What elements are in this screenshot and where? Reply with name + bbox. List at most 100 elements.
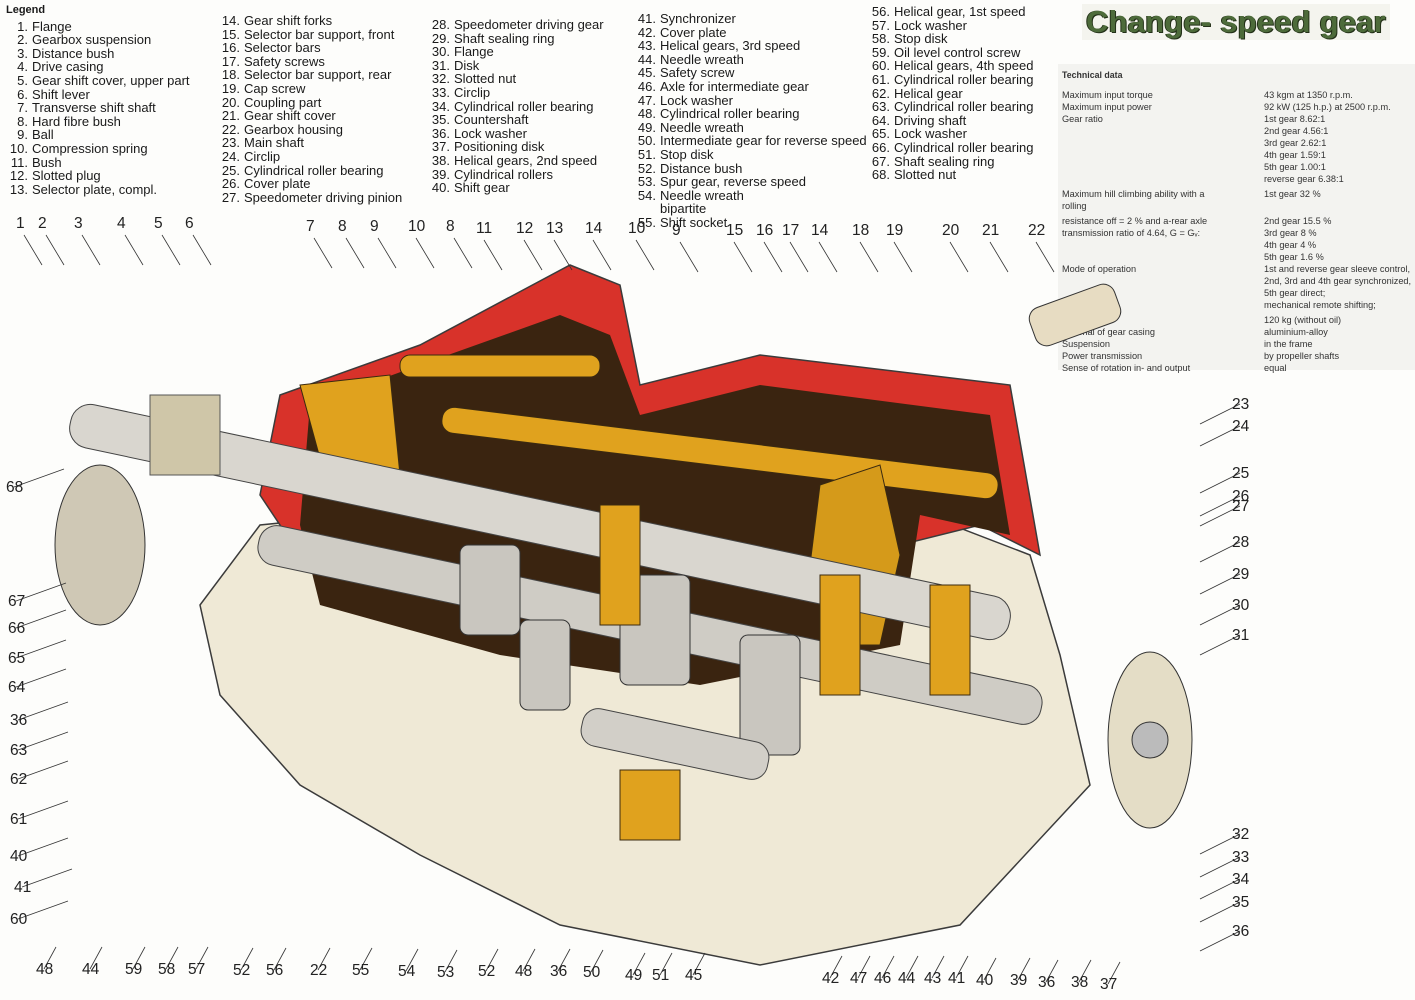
leader-line [1199,604,1241,626]
legend-item-number: 28. [431,17,450,32]
tech-data-value: 4th gear 4 % [1264,240,1317,250]
leader-line [1035,241,1055,273]
legend-item-label: Slotted plug [32,168,101,184]
leader-line [635,239,655,271]
legend-item-label: Hard fibre bush [32,113,121,129]
tech-data-value: 4th gear 1.59:1 [1264,150,1326,160]
legend-item-label: Needle wreath [660,119,744,135]
legend-item: 23.Main shaft [218,136,402,150]
legend-item-label: Helical gears, 4th speed [894,58,1034,74]
tech-data-value: reverse gear 6.38:1 [1264,174,1344,184]
legend-item-label: Cap screw [244,80,306,96]
legend-item: 31.Disk [428,57,604,73]
callout-bottom: 40 [976,972,994,989]
leader-line [592,239,612,271]
bearing-webs [599,504,971,696]
legend-item: 57.Lock washer [868,18,1033,33]
leader-line [1199,930,1241,952]
legend-item: 44.Needle wreath [634,51,867,67]
leader-line [763,241,783,273]
callout-top: 6 [185,215,194,232]
legend-item-label: Needle wreath [660,51,744,67]
callout-top: 21 [982,222,1000,239]
legend-item: 6.Shift lever [6,87,190,102]
legend-item-label: Disk [454,57,480,73]
callout-bottom: 44 [82,961,100,978]
leader-line [15,668,67,688]
legend-item-number: 53. [637,174,656,190]
legend-item-number: 17. [221,53,240,69]
leader-line [1107,961,1121,985]
legend-item: 38.Helical gears, 2nd speed [428,154,604,168]
leader-line [161,234,181,266]
legend-item-number: 11. [10,154,28,170]
legend-item: 35.Countershaft [428,113,604,127]
callout-right: 30 [1232,597,1250,614]
tech-data-label: transmission ratio of 4.64, G = Gᵥ: [1062,228,1201,238]
legend-item-label: Cylindrical roller bearing [894,99,1034,115]
legend-item-label: Selector bar support, front [244,26,395,42]
legend-item-label: Driving shaft [894,112,967,128]
legend-item: 25.Cylindrical roller bearing [218,163,402,178]
legend-item-number: 41. [637,11,656,26]
tech-data-label: Mode of operation [1062,264,1137,274]
callout-bottom: 58 [158,961,176,978]
legend-item-number: 16. [221,40,240,56]
legend-item-label: Cylindrical roller bearing [454,98,594,114]
legend-item-number: 46. [637,78,656,94]
callout-right: 35 [1232,894,1250,911]
legend-item-label: Bush [32,154,62,170]
legend-item: 7.Transverse shift shaft [6,101,190,115]
legend-item: 16.Selector bars [218,41,402,55]
legend-item-number: 8. [17,113,28,129]
tech-data-label: Gear ratio [1062,114,1103,124]
callout-right: 31 [1232,627,1250,644]
callout-right: 28 [1232,534,1250,551]
callout-bottom: 55 [352,962,370,979]
legend-item: 59.Oil level control screw [868,45,1033,60]
legend-item: 26.Cover plate [218,177,402,191]
callout-top: 8 [338,218,347,235]
legend-item-number: 35. [431,112,450,128]
leader-line [1199,634,1241,656]
legend-item-number: 56. [871,4,890,19]
leader-line [857,955,871,979]
legend-item: 36.Lock washer [428,126,604,141]
legend-item-number: 2. [17,32,28,48]
legend-item-number: 20. [221,94,240,110]
legend-item: 13.Selector plate, compl. [6,181,190,197]
legend-item-label: Transverse shift shaft [32,100,156,116]
legend-item-label: Intermediate gear for reverse speed [660,133,867,149]
legend-item-label: Cylindrical roller bearing [894,139,1034,155]
leader-line [165,946,179,970]
legend-item-number: 45. [637,65,656,81]
legend-item-label: Gear shift cover [244,108,336,124]
legend-item-number: 31. [431,57,450,73]
leader-line [273,947,287,971]
callout-bottom: 48 [36,961,54,978]
legend-item-number: 13. [9,181,28,197]
legend-item: 53.Spur gear, reverse speed [634,175,867,189]
legend-item: 10.Compression spring [6,142,190,156]
tech-data-value: in the frame [1264,339,1313,349]
callout-bottom: 42 [822,970,840,987]
callout-bottom: 43 [924,970,942,987]
legend-item-number: 29. [431,30,450,46]
legend-item-label: Cylindrical roller bearing [894,71,1034,87]
leader-line [949,241,969,273]
leader-line [21,868,73,888]
callout-bottom: 51 [652,967,670,984]
leader-line [1017,957,1031,981]
legend-item: 49.Needle wreath [634,119,867,135]
callout-bottom: 52 [233,962,251,979]
callout-bottom: 38 [1071,974,1089,991]
legend-item-number: 38. [431,152,450,168]
legend-item: 62.Helical gear [868,86,1033,101]
tech-data-label: Maximum hill climbing ability with a [1062,189,1205,199]
legend-item-number: 65. [871,126,890,142]
callout-top: 19 [886,222,904,239]
tech-data-value: 92 kW (125 h.p.) at 2500 r.p.m. [1264,102,1391,112]
callout-top: 5 [154,215,163,232]
